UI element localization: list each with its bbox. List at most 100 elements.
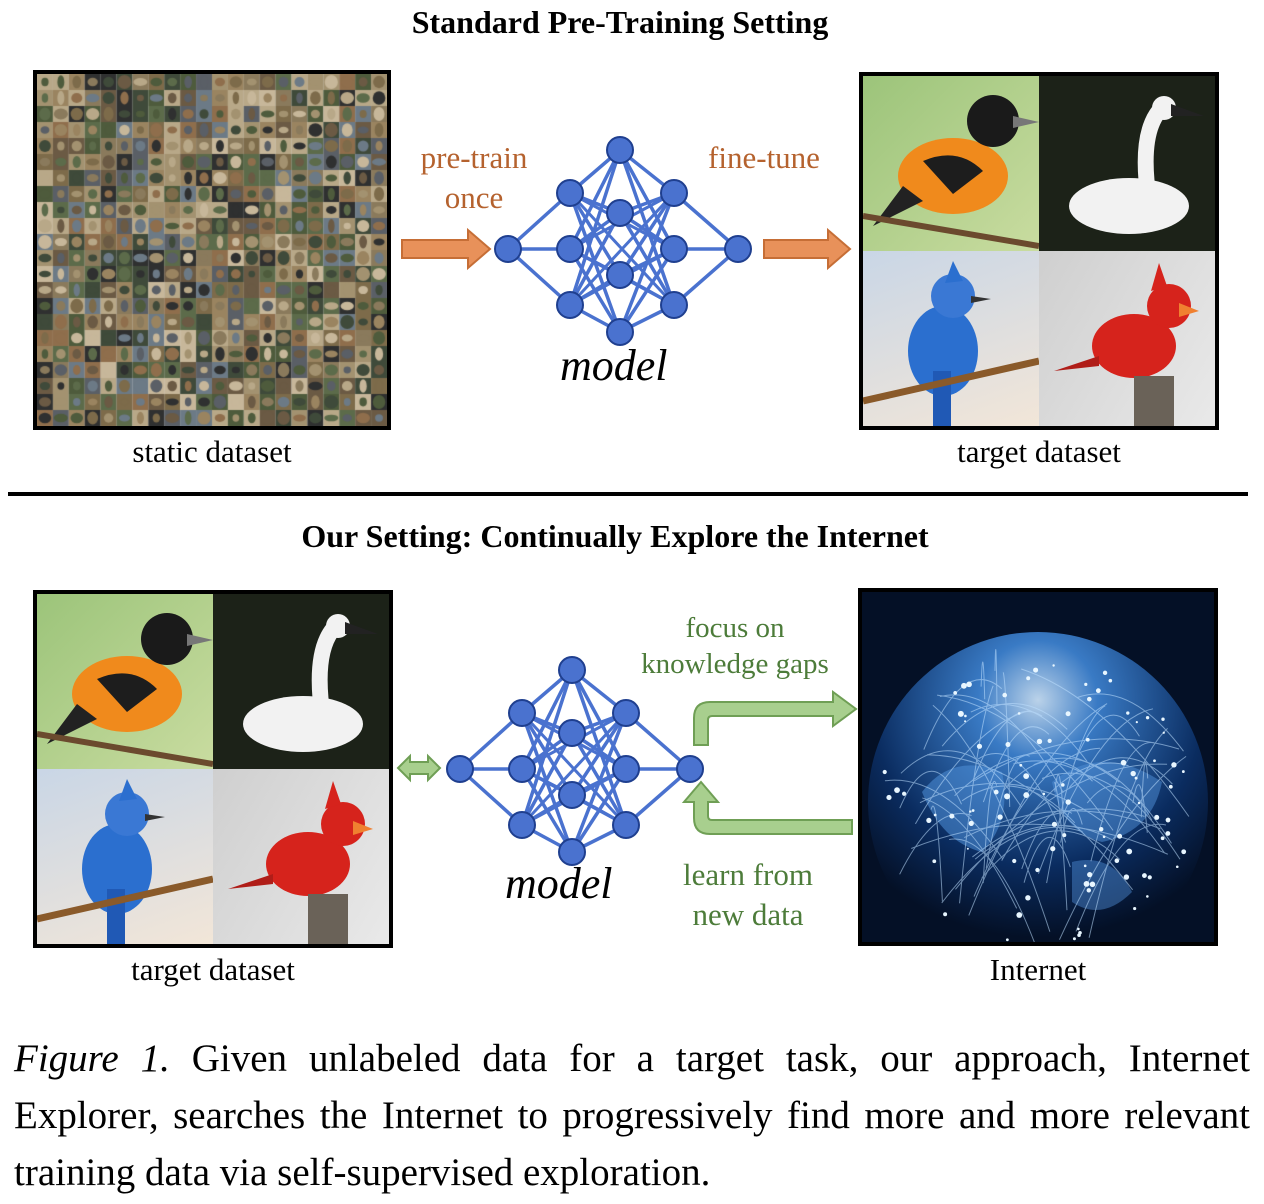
network-node <box>606 199 634 227</box>
network-dot <box>949 813 955 819</box>
bottom-network-diagram <box>396 656 858 866</box>
network-node <box>558 781 586 809</box>
network-node <box>494 235 522 263</box>
network-link <box>977 753 1067 843</box>
network-edge <box>520 711 628 827</box>
network-link <box>1140 761 1149 818</box>
network-dot <box>1161 717 1165 721</box>
network-edge <box>618 149 676 306</box>
network-dot <box>1114 858 1120 864</box>
network-dot <box>1085 737 1090 742</box>
network-dot <box>1181 770 1185 773</box>
network-dot <box>1108 678 1113 683</box>
network-dot <box>1099 826 1104 832</box>
network-dot <box>1120 759 1127 766</box>
network-link <box>970 704 1088 762</box>
network-link <box>941 826 1083 904</box>
neural-network-icon <box>494 136 752 346</box>
network-link <box>959 685 994 904</box>
network-link <box>941 703 1068 747</box>
learn-line-1: learn from <box>683 857 813 892</box>
network-node <box>606 318 634 346</box>
network-node <box>556 235 584 263</box>
network-edge <box>520 669 574 770</box>
finetune-label: fine-tune <box>708 140 820 175</box>
network-dot <box>886 794 892 801</box>
network-dot <box>1130 770 1136 777</box>
network-link <box>973 747 1101 897</box>
network-edge <box>568 149 622 250</box>
top-title: Standard Pre-Training Setting <box>411 4 829 40</box>
cardinal-image <box>213 769 389 944</box>
network-link <box>972 711 1043 781</box>
oriole-image <box>863 76 1039 251</box>
network-dot <box>1033 667 1039 673</box>
network-link <box>1021 809 1073 870</box>
network-link <box>899 813 972 875</box>
network-dot <box>1087 872 1093 878</box>
network-edge <box>568 191 676 307</box>
network-dot <box>1123 874 1130 880</box>
blue-jay-image <box>863 251 1039 426</box>
network-node <box>606 136 634 164</box>
network-dot <box>1168 784 1173 789</box>
network-node <box>724 235 752 263</box>
network-dot <box>1077 933 1081 938</box>
double-arrow <box>396 753 442 783</box>
top-network-diagram <box>401 136 852 346</box>
top-target-dataset <box>859 72 1219 430</box>
network-link <box>954 752 1120 797</box>
network-link <box>973 738 1180 782</box>
static-dataset-label: static dataset <box>132 434 292 469</box>
network-dot <box>1065 799 1071 805</box>
network-dot <box>1117 833 1123 839</box>
network-dot <box>1019 763 1023 767</box>
bottom-title: Our Setting: Continually Explore the Int… <box>301 518 929 554</box>
network-dot <box>1072 937 1076 941</box>
network-link <box>1077 693 1184 752</box>
network-link <box>1023 836 1071 883</box>
neural-network-icon <box>446 656 704 866</box>
network-link <box>884 779 1004 860</box>
network-link <box>1060 808 1083 843</box>
network-dot <box>1047 738 1052 743</box>
network-node <box>660 179 688 207</box>
network-link <box>922 797 1018 909</box>
network-link <box>982 780 998 884</box>
network-dot <box>1142 873 1147 878</box>
network-node <box>660 235 688 263</box>
network-dot <box>953 691 958 695</box>
network-node <box>558 656 586 684</box>
network-link <box>1001 762 1129 861</box>
network-dot <box>969 810 972 813</box>
network-link <box>981 830 1121 879</box>
network-dot <box>1134 776 1138 780</box>
network-dot <box>1083 864 1087 868</box>
section-divider <box>8 492 1248 496</box>
static-dataset-mosaic <box>33 70 391 430</box>
network-link <box>1073 714 1140 765</box>
network-dot <box>1016 912 1023 918</box>
network-dot <box>1023 773 1030 780</box>
network-dot <box>1065 711 1071 717</box>
network-dot <box>1025 895 1031 901</box>
network-node <box>612 755 640 783</box>
oriole-image <box>37 594 213 769</box>
bottom-model-label: model <box>505 859 613 908</box>
network-link <box>974 824 1114 860</box>
network-link <box>1090 742 1154 862</box>
network-link <box>968 703 1108 916</box>
network-node <box>606 261 634 289</box>
network-dot <box>1160 836 1165 841</box>
network-dot <box>1036 738 1043 745</box>
focus-label: focus on knowledge gaps <box>620 610 850 682</box>
internet-label: Internet <box>989 952 1087 987</box>
network-dot <box>933 813 937 817</box>
network-dot <box>997 814 1003 820</box>
network-edge <box>624 711 692 771</box>
network-dot <box>1023 792 1030 798</box>
network-link <box>1054 774 1065 835</box>
network-dot <box>1165 817 1171 823</box>
network-link <box>980 661 986 700</box>
network-dot <box>1147 875 1152 880</box>
